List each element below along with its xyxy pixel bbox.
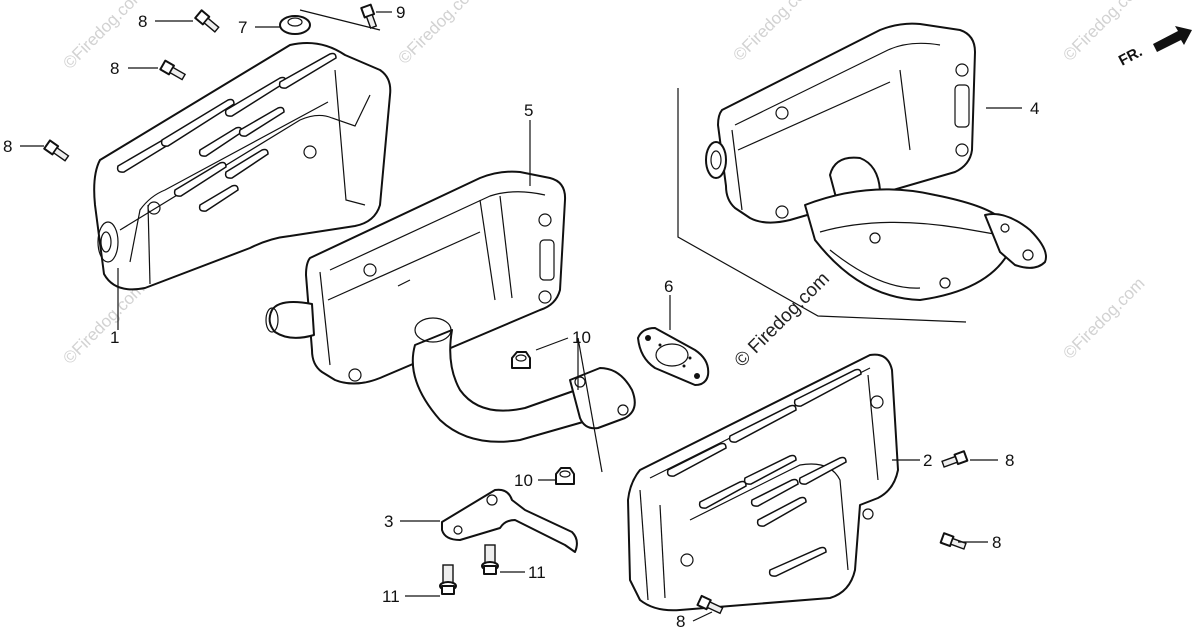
gasket [637, 327, 710, 386]
callout-5: 5 [524, 101, 533, 120]
watermark: ©Firedog.com [394, 0, 483, 68]
front-direction-indicator: FR. [1116, 26, 1192, 70]
grommet [279, 15, 311, 35]
nut-icon [555, 467, 575, 485]
bolt-icon [939, 532, 967, 550]
bolt-icon [696, 594, 724, 615]
bolt-group [43, 3, 969, 615]
callout-labels: 8 7 9 8 8 1 5 4 6 10 10 3 11 11 2 8 8 8 [3, 3, 1039, 631]
bolt-icon [194, 9, 220, 33]
callout-8: 8 [3, 137, 12, 156]
muffler-body [265, 170, 636, 443]
callout-8: 8 [138, 12, 147, 31]
watermark: ©Firedog.com [729, 0, 818, 65]
callout-9: 9 [396, 3, 405, 22]
callout-8: 8 [676, 612, 685, 631]
muffler-assembly-upper-right [705, 22, 1047, 301]
callout-8: 8 [110, 59, 119, 78]
front-label: FR. [1116, 43, 1145, 69]
callout-11: 11 [382, 587, 400, 606]
muffler-protector-upper [93, 42, 392, 291]
callout-8: 8 [1005, 451, 1014, 470]
watermark: ©Firedog.com [59, 279, 148, 368]
muffler-protector-lower [627, 353, 899, 612]
nut-icon [511, 351, 531, 369]
callout-1: 1 [110, 328, 119, 347]
bolt-icon [941, 450, 969, 468]
callout-11: 11 [528, 563, 546, 582]
leader-lines [20, 9, 1022, 622]
watermark-center: © Firedog.com [731, 268, 834, 371]
callout-10: 10 [514, 471, 533, 490]
callout-8: 8 [992, 533, 1001, 552]
bolt-icon [43, 139, 70, 162]
bolt-icon [159, 59, 187, 81]
muffler-bracket [441, 488, 578, 553]
watermark: ©Firedog.com [59, 0, 148, 73]
callout-4: 4 [1030, 99, 1039, 118]
watermark: ©Firedog.com [1059, 274, 1148, 363]
bolt-icon [360, 3, 378, 29]
callout-3: 3 [384, 512, 393, 531]
callout-6: 6 [664, 277, 673, 296]
flange-bolt-icon [439, 564, 457, 595]
callout-10: 10 [572, 328, 591, 347]
callout-7: 7 [238, 18, 247, 37]
flange-bolt-icon [481, 544, 499, 575]
callout-2: 2 [923, 451, 932, 470]
direction-arrow-icon [1153, 26, 1192, 52]
